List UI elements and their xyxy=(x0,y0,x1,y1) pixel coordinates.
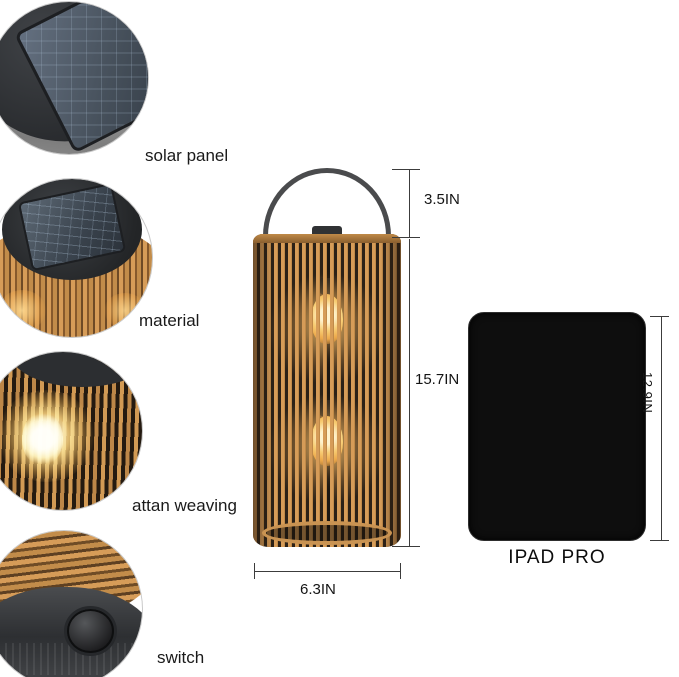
handle-height-label: 3.5IN xyxy=(424,191,460,208)
dimension-tick xyxy=(650,540,669,541)
ipad-height-dimension-line xyxy=(661,316,662,541)
lantern-body xyxy=(253,234,401,547)
body-height-dimension-line xyxy=(409,239,410,546)
width-dimension-line xyxy=(254,571,401,572)
material-label: material xyxy=(139,311,200,330)
switch-button-detail xyxy=(67,609,114,653)
solar-panel-photo xyxy=(0,2,148,154)
ipad-label: IPAD PRO xyxy=(508,547,606,568)
dimension-tick xyxy=(392,546,420,547)
dimension-tick xyxy=(650,316,669,317)
lantern-bottom-rim xyxy=(261,521,393,545)
rattan-weaving-label: attan weaving xyxy=(132,496,237,515)
material-photo xyxy=(0,179,152,337)
bulb-glow-detail xyxy=(104,292,146,328)
dimension-tick xyxy=(392,237,420,238)
dimension-tick xyxy=(400,563,401,579)
width-label: 6.3IN xyxy=(300,581,336,598)
dimension-tick xyxy=(392,169,420,170)
cylinder-shading xyxy=(253,234,401,547)
base-ridges-detail xyxy=(0,643,142,675)
solar-panel-label: solar panel xyxy=(145,146,229,165)
switch-photo xyxy=(0,531,142,677)
dimension-tick xyxy=(254,563,255,579)
ipad-height-label: 12.9IN xyxy=(640,372,655,414)
rattan-weaving-photo xyxy=(0,352,142,510)
ipad-silhouette xyxy=(468,312,646,541)
switch-label: switch xyxy=(157,648,205,667)
bulb-detail xyxy=(21,412,63,466)
handle-height-dimension-line xyxy=(409,169,410,238)
body-height-label: 15.7IN xyxy=(415,371,460,388)
lantern-top-rim xyxy=(253,234,401,243)
bulb-glow-detail xyxy=(0,289,47,331)
